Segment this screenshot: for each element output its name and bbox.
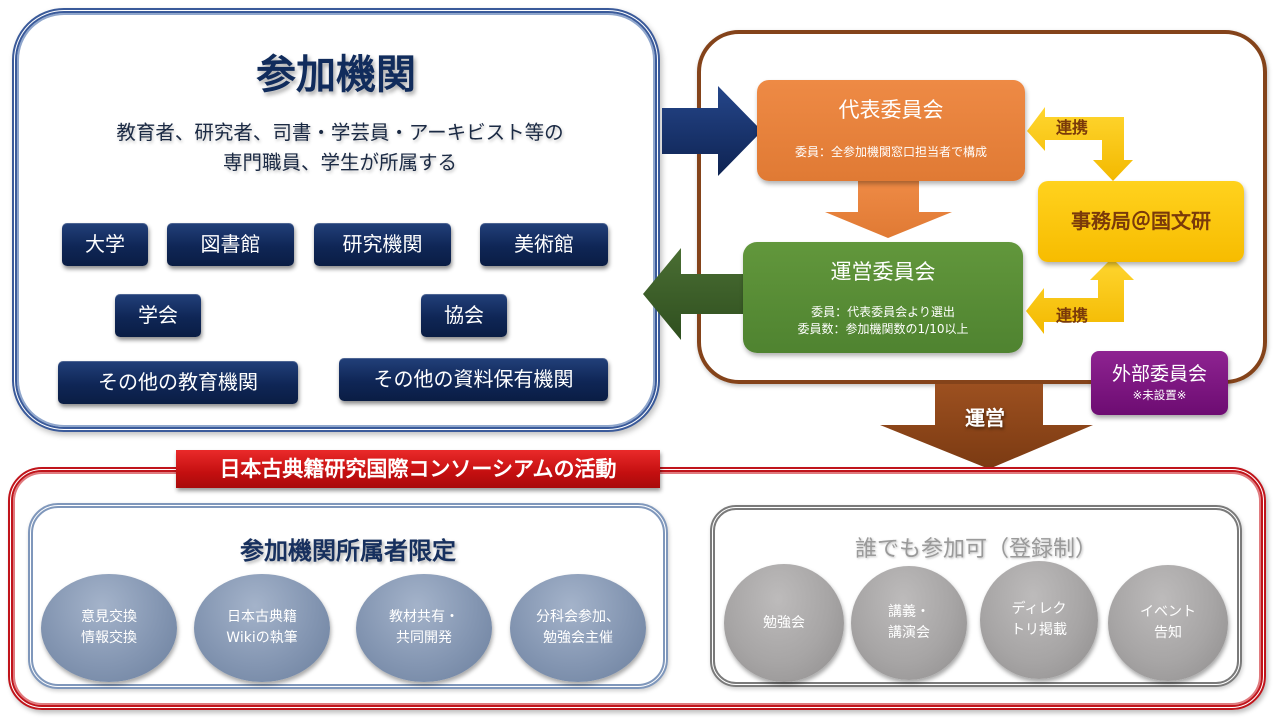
link-label-bottom: 連携 [1056, 306, 1089, 325]
arrow-to-institutions [643, 248, 744, 340]
activity-circle[interactable]: イベント 告知 [1108, 565, 1228, 681]
management-committee-note: 委員：代表委員会より選出 [811, 305, 955, 319]
activities-banner: 日本古典籍研究国際コンソーシアムの活動 [176, 450, 660, 488]
link-label-top: 連携 [1056, 118, 1089, 137]
activity-label: Wikiの執筆 [226, 630, 298, 646]
activity-label: 教材共有・ [389, 609, 459, 625]
institution-type-other-education[interactable]: その他の教育機関 [58, 361, 298, 404]
activity-label: 情報交換 [81, 630, 137, 646]
operation-label: 運営 [965, 406, 1005, 430]
activity-circle[interactable]: 分科会参加、 勉強会主催 [510, 574, 646, 682]
activity-label: 勉強会主催 [543, 630, 613, 646]
activity-label: 意見交換 [81, 609, 137, 625]
arrow-to-representative-committee [662, 86, 762, 176]
arrow-operation [880, 384, 1093, 469]
description-line: 専門職員、学生が所属する [222, 151, 457, 174]
representative-committee-title: 代表委員会 [838, 98, 944, 122]
activity-label: 告知 [1154, 625, 1182, 641]
institution-type-association[interactable]: 協会 [421, 294, 507, 337]
activity-label: ディレク [1011, 601, 1067, 617]
representative-committee[interactable]: 代表委員会 委員：全参加機関窓口担当者で構成 [757, 80, 1025, 181]
arrow-representative-to-management [825, 181, 952, 238]
external-committee[interactable]: 外部委員会 ※未設置※ [1091, 351, 1228, 415]
description-line: 教育者、研究者、司書・学芸員・アーキビスト等の [116, 121, 564, 144]
activity-label: 勉強会 [763, 614, 805, 631]
activity-label: 分科会参加、 [536, 609, 620, 625]
activity-circle[interactable]: ディレク トリ掲載 [980, 561, 1098, 679]
external-committee-note: ※未設置※ [1132, 388, 1187, 402]
members-only-title: 参加機関所属者限定 [240, 537, 456, 565]
activity-circle[interactable]: 日本古典籍 Wikiの執筆 [194, 574, 330, 682]
management-committee-title: 運営委員会 [830, 260, 936, 284]
institutions-description: 教育者、研究者、司書・学芸員・アーキビスト等の 専門職員、学生が所属する [40, 118, 640, 178]
institution-type-library[interactable]: 図書館 [167, 223, 294, 266]
activity-label: 日本古典籍 [227, 609, 297, 625]
management-committee-note: 委員数：参加機関数の1/10以上 [797, 322, 969, 336]
management-committee[interactable]: 運営委員会 委員：代表委員会より選出 委員数：参加機関数の1/10以上 [743, 242, 1023, 353]
external-committee-title: 外部委員会 [1111, 363, 1207, 385]
activity-label: イベント [1140, 604, 1196, 620]
activity-circle[interactable]: 勉強会 [724, 564, 844, 682]
link-arrow-bottom [1026, 258, 1134, 334]
activity-label: 講演会 [888, 625, 930, 641]
activity-circle[interactable]: 教材共有・ 共同開発 [356, 574, 492, 682]
activity-label: 講義・ [888, 604, 930, 620]
members-only-panel [28, 503, 668, 689]
activity-circle[interactable]: 講義・ 講演会 [851, 566, 967, 680]
open-title: 誰でも参加可（登録制） [854, 537, 1097, 562]
institutions-title: 参加機関 [256, 52, 416, 98]
institution-type-museum[interactable]: 美術館 [480, 223, 608, 266]
institution-type-university[interactable]: 大学 [62, 223, 148, 266]
secretariat-box[interactable]: 事務局＠国文研 [1038, 181, 1244, 262]
activity-label: 共同開発 [396, 630, 452, 646]
institution-type-research-institute[interactable]: 研究機関 [314, 223, 451, 266]
governance-panel [697, 30, 1267, 384]
open-panel [710, 505, 1242, 687]
activity-label: トリ掲載 [1011, 622, 1067, 638]
representative-committee-note: 委員：全参加機関窓口担当者で構成 [794, 145, 987, 159]
activity-circle[interactable]: 意見交換 情報交換 [41, 574, 177, 682]
institution-type-other-holdings[interactable]: その他の資料保有機関 [339, 358, 608, 401]
institution-type-academic-society[interactable]: 学会 [115, 294, 201, 337]
link-arrow-top [1027, 107, 1133, 181]
